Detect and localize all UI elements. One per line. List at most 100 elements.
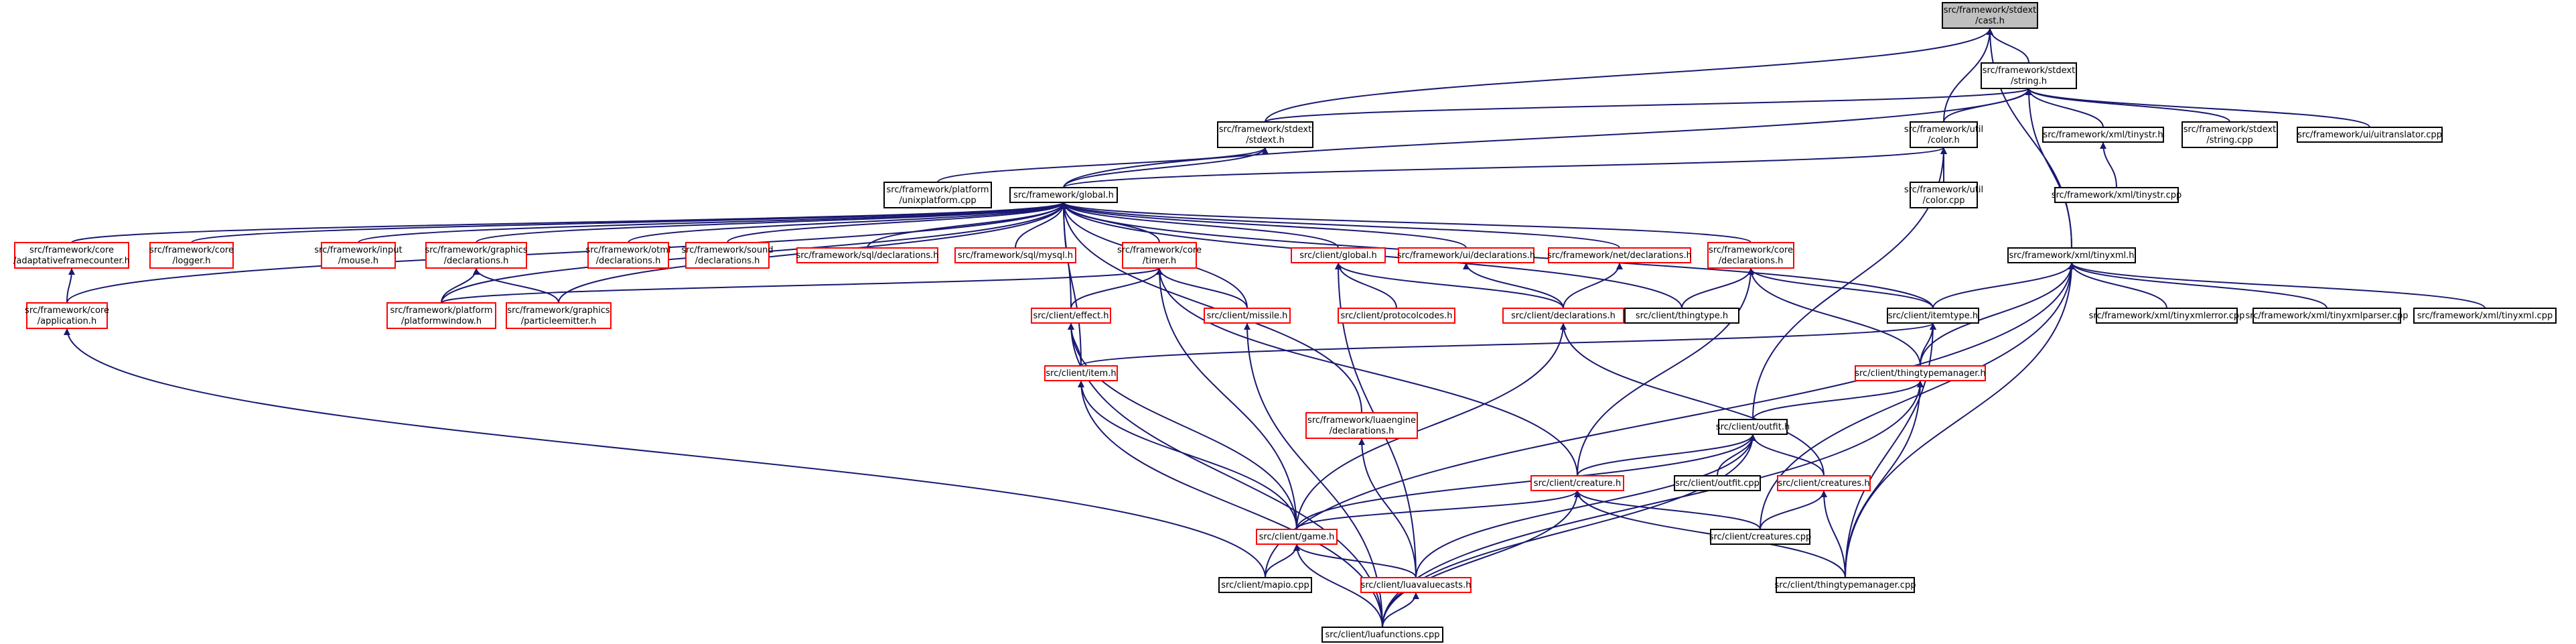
node-sql_decl[interactable]: src/framework/sql/declarations.h [796, 247, 939, 263]
node-uitranslator[interactable]: src/framework/ui/uitranslator.cpp [2297, 127, 2443, 143]
node-string[interactable]: src/framework/stdext/string.h [1981, 62, 2077, 89]
node-label: src/framework/otml [585, 245, 670, 255]
node-outfit_cpp[interactable]: src/client/outfit.cpp [1674, 475, 1761, 491]
node-thingtypemanager_h[interactable]: src/client/thingtypemanager.h [1855, 365, 1986, 381]
edge-mapio-to-tinyxml_h [1265, 262, 2075, 578]
node-platformwindow[interactable]: src/framework/platform/platformwindow.h [386, 302, 496, 329]
node-label: src/framework/stdext [1983, 66, 2075, 76]
node-gfx_decl[interactable]: src/framework/graphics/declarations.h [425, 242, 528, 269]
node-effect[interactable]: src/client/effect.h [1031, 308, 1111, 324]
node-unixplatform[interactable]: src/framework/platform/unixplatform.cpp [883, 182, 992, 208]
node-tinystr_h[interactable]: src/framework/xml/tinystr.h [2042, 127, 2164, 143]
node-box [1338, 308, 1455, 324]
edge-thingtypemanager_cpp-to-tinyxml_h [1845, 262, 2075, 578]
node-cast[interactable]: src/framework/stdext/cast.h [1942, 2, 2038, 29]
edge-thingtype_h-to-core_decl [1681, 267, 1754, 309]
node-particleemitter[interactable]: src/framework/graphics/particleemitter.h [506, 302, 612, 329]
node-mysql[interactable]: src/framework/sql/mysql.h [954, 247, 1076, 263]
node-box [1256, 529, 1338, 545]
edge-thingtypemanager_h-to-core_decl [1747, 267, 1921, 367]
node-tinyxmlerror[interactable]: src/framework/xml/tinyxmlerror.cpp [2089, 308, 2245, 324]
node-tinyxml_cpp[interactable]: src/framework/xml/tinyxml.cpp [2413, 308, 2557, 324]
edge-sound_decl-to-global [727, 202, 1067, 243]
edge-application-to-adaptive [66, 267, 75, 304]
node-item[interactable]: src/client/item.h [1044, 365, 1118, 381]
node-box [587, 242, 669, 269]
node-label: src/client/mapio.cpp [1221, 580, 1309, 590]
node-mouse[interactable]: src/framework/input/mouse.h [314, 242, 403, 269]
node-net_decl[interactable]: src/framework/net/declarations.h [1547, 247, 1692, 263]
node-outfit_h[interactable]: src/client/outfit.h [1716, 419, 1790, 435]
edge-item-to-global [1060, 202, 1082, 367]
node-missile[interactable]: src/client/missile.h [1204, 308, 1291, 324]
edge-global-to-stdext [1063, 147, 1269, 188]
edge-luavaluecasts-to-game [1293, 543, 1417, 578]
node-thingtypemanager_cpp[interactable]: src/client/thingtypemanager.cpp [1775, 577, 1916, 593]
node-label: src/framework/sound [681, 245, 773, 255]
node-box [1321, 627, 1443, 643]
node-ui_decl[interactable]: src/framework/ui/declarations.h [1397, 247, 1535, 263]
edge-stdext-to-string [1265, 88, 2032, 123]
node-box [1910, 121, 1978, 148]
node-color_h[interactable]: src/framework/util/color.h [1904, 121, 1983, 148]
node-creature_h[interactable]: src/client/creature.h [1530, 475, 1624, 491]
node-tinystr_cpp[interactable]: src/framework/xml/tinystr.cpp [2052, 187, 2182, 203]
node-string_cpp[interactable]: src/framework/stdext/string.cpp [2181, 121, 2278, 148]
node-logger[interactable]: src/framework/core/logger.h [149, 242, 234, 269]
node-box [1777, 475, 1871, 491]
node-tinyxml_h[interactable]: src/framework/xml/tinyxml.h [2007, 247, 2136, 263]
node-creatures_h[interactable]: src/client/creatures.h [1777, 475, 1871, 491]
node-box [1776, 577, 1915, 593]
node-box [1291, 247, 1386, 263]
node-box [386, 302, 496, 329]
node-stdext[interactable]: src/framework/stdext/stdext.h [1217, 121, 1313, 148]
node-label: src/client/creatures.h [1778, 478, 1869, 489]
edge-thingtypemanager_cpp-to-thingtypemanager_h [1845, 380, 1924, 578]
node-tinyxmlparser[interactable]: src/framework/xml/tinyxmlparser.cpp [2246, 308, 2409, 324]
edge-client_global-to-global [1060, 202, 1339, 249]
edge-mapio-to-application [64, 328, 1266, 578]
node-client_decl[interactable]: src/client/declarations.h [1502, 308, 1624, 324]
file-nodes: src/framework/stdext/cast.h src/framework… [13, 2, 2557, 643]
edge-color_h-to-cast [1943, 27, 1993, 123]
node-lua_decl[interactable]: src/framework/luaengine/declarations.h [1305, 412, 1418, 439]
node-protocolcodes[interactable]: src/client/protocolcodes.h [1338, 308, 1455, 324]
node-box [1710, 529, 1810, 545]
node-core_decl[interactable]: src/framework/core/declarations.h [1707, 242, 1794, 269]
edge-luafunctions-to-missile [1244, 322, 1383, 628]
edge-creature_h-to-core_decl [1577, 267, 1754, 476]
edge-net_decl-to-global [1060, 202, 1620, 249]
node-box [506, 302, 612, 329]
node-itemtype[interactable]: src/client/itemtype.h [1887, 308, 1979, 324]
node-luafunctions[interactable]: src/client/luafunctions.cpp [1321, 627, 1443, 643]
node-sound_decl[interactable]: src/framework/sound/declarations.h [681, 242, 774, 269]
node-label: src/client/luafunctions.cpp [1326, 630, 1440, 640]
node-luavaluecasts[interactable]: src/client/luavaluecasts.h [1360, 577, 1472, 593]
node-game[interactable]: src/client/game.h [1256, 529, 1338, 545]
node-application[interactable]: src/framework/core/application.h [25, 302, 109, 329]
edge-string_cpp-to-string [2025, 88, 2230, 123]
node-creatures_cpp[interactable]: src/client/creatures.cpp [1709, 529, 1812, 545]
node-timer[interactable]: src/framework/core/timer.h [1117, 242, 1202, 269]
node-label: src/client/thingtypemanager.cpp [1775, 580, 1916, 590]
node-label: src/client/protocolcodes.h [1341, 311, 1453, 321]
node-box [1398, 247, 1534, 263]
node-global[interactable]: src/framework/global.h [1009, 187, 1118, 203]
node-client_global[interactable]: src/client/global.h [1291, 247, 1386, 263]
node-adaptive[interactable]: src/framework/core/adaptativeframecounte… [13, 242, 130, 269]
edge-item-to-itemtype [1080, 322, 1936, 367]
node-thingtype_h[interactable]: src/client/thingtype.h [1624, 308, 1739, 324]
node-label: src/framework/ui/uitranslator.cpp [2297, 130, 2442, 140]
edge-luafunctions-to-luavaluecasts [1382, 592, 1419, 628]
edge-client_decl-to-client_global [1335, 262, 1564, 309]
node-label: /application.h [38, 316, 96, 326]
node-color_cpp[interactable]: src/framework/util/color.cpp [1904, 182, 1983, 208]
dependency-edges [64, 27, 2486, 628]
node-box [2096, 308, 2238, 324]
node-mapio[interactable]: src/client/mapio.cpp [1218, 577, 1312, 593]
node-box [1530, 475, 1624, 491]
node-label: /platformwindow.h [401, 316, 482, 326]
node-box [425, 242, 527, 269]
node-box [1887, 308, 1979, 324]
node-otml_decl[interactable]: src/framework/otml/declarations.h [585, 242, 671, 269]
